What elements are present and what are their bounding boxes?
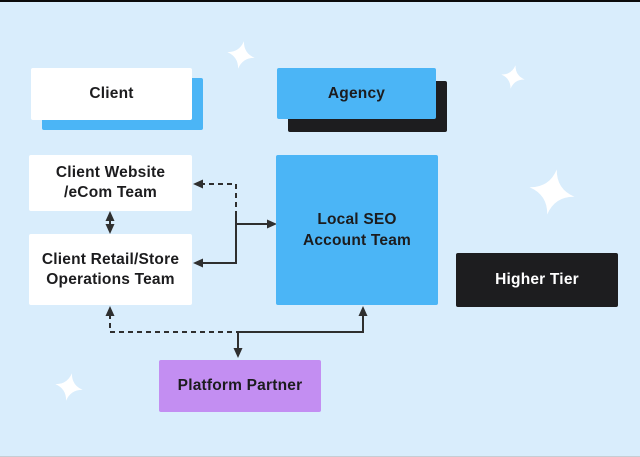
node-platform-partner: Platform Partner (159, 360, 321, 412)
arrowhead-up-into-retail (105, 306, 115, 316)
arrowhead-up-into-website (105, 211, 115, 221)
node-agency: Agency (277, 68, 436, 119)
node-client-retail-label-line1: Client Retail/Store (41, 250, 180, 268)
sparkle-icon (52, 370, 85, 403)
node-higher-tier: Higher Tier (456, 253, 618, 307)
arrowhead-down-into-platform (233, 348, 243, 358)
node-local-seo-label-line2: Account Team (302, 232, 412, 249)
node-higher-tier-label: Higher Tier (495, 271, 579, 288)
node-client-label: Client (89, 85, 134, 102)
sparkle-icon (224, 38, 257, 71)
arrowhead-up-into-localseo (358, 306, 368, 316)
edge-localseo-website-dashed (200, 183, 237, 216)
node-client-website: Client Website /eCom Team (29, 155, 192, 211)
sparkle-icon (525, 165, 580, 220)
sparkle-icon (499, 63, 527, 91)
node-client-retail-label-line2: Operations Team (46, 270, 175, 288)
node-client: Client (31, 68, 192, 120)
arrowhead-down-into-retail (105, 224, 115, 234)
node-client-website-label-line1: Client Website (55, 164, 166, 181)
edge-retail-localseo (198, 216, 237, 264)
node-platform-partner-label: Platform Partner (177, 377, 303, 394)
edge-trunk-dashed-to-retail (109, 314, 236, 333)
node-client-website-label-line2: /eCom Team (63, 184, 158, 201)
top-border (0, 0, 640, 2)
node-agency-label: Agency (327, 84, 386, 102)
node-local-seo-label-line1: Local SEO (317, 211, 397, 228)
node-client-retail: Client Retail/Store Operations Team (29, 234, 192, 305)
node-local-seo: Local SEO Account Team (276, 155, 438, 305)
arrowhead-left-into-website (193, 179, 203, 189)
edge-trunk-solid (236, 312, 364, 333)
arrowhead-left-into-retail (193, 258, 203, 268)
